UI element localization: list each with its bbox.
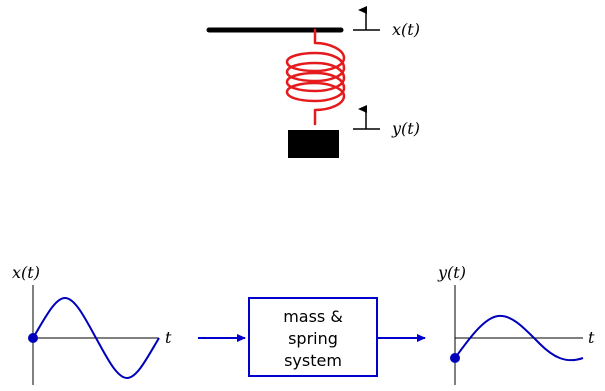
spring-coil	[285, 28, 346, 126]
top-displacement-arrow	[353, 6, 380, 31]
mass-block	[288, 130, 339, 158]
top-displacement-label: x(t)	[392, 20, 420, 39]
block-diagram: x(t) t mass & spring system y(t) t	[12, 263, 595, 385]
system-box: mass & spring system	[248, 297, 378, 377]
system-box-label-line2: spring	[288, 329, 338, 348]
bottom-displacement-arrow	[353, 105, 380, 130]
output-start-point	[450, 353, 460, 363]
output-plot: y(t) t	[437, 263, 595, 385]
mass-spring-figure: x(t) y(t)	[206, 6, 420, 158]
input-x-axis-label: t	[165, 328, 172, 347]
input-start-point	[28, 333, 38, 343]
input-sine-curve	[32, 296, 160, 380]
input-plot: x(t) t	[12, 263, 172, 385]
system-box-label-line3: system	[284, 351, 342, 370]
output-y-axis-label: y(t)	[437, 263, 466, 282]
input-y-axis-label: x(t)	[12, 263, 40, 282]
output-sine-curve	[454, 314, 584, 362]
bottom-displacement-label: y(t)	[391, 119, 420, 138]
output-x-axis-label: t	[588, 328, 595, 347]
system-box-label-line1: mass &	[283, 307, 343, 326]
